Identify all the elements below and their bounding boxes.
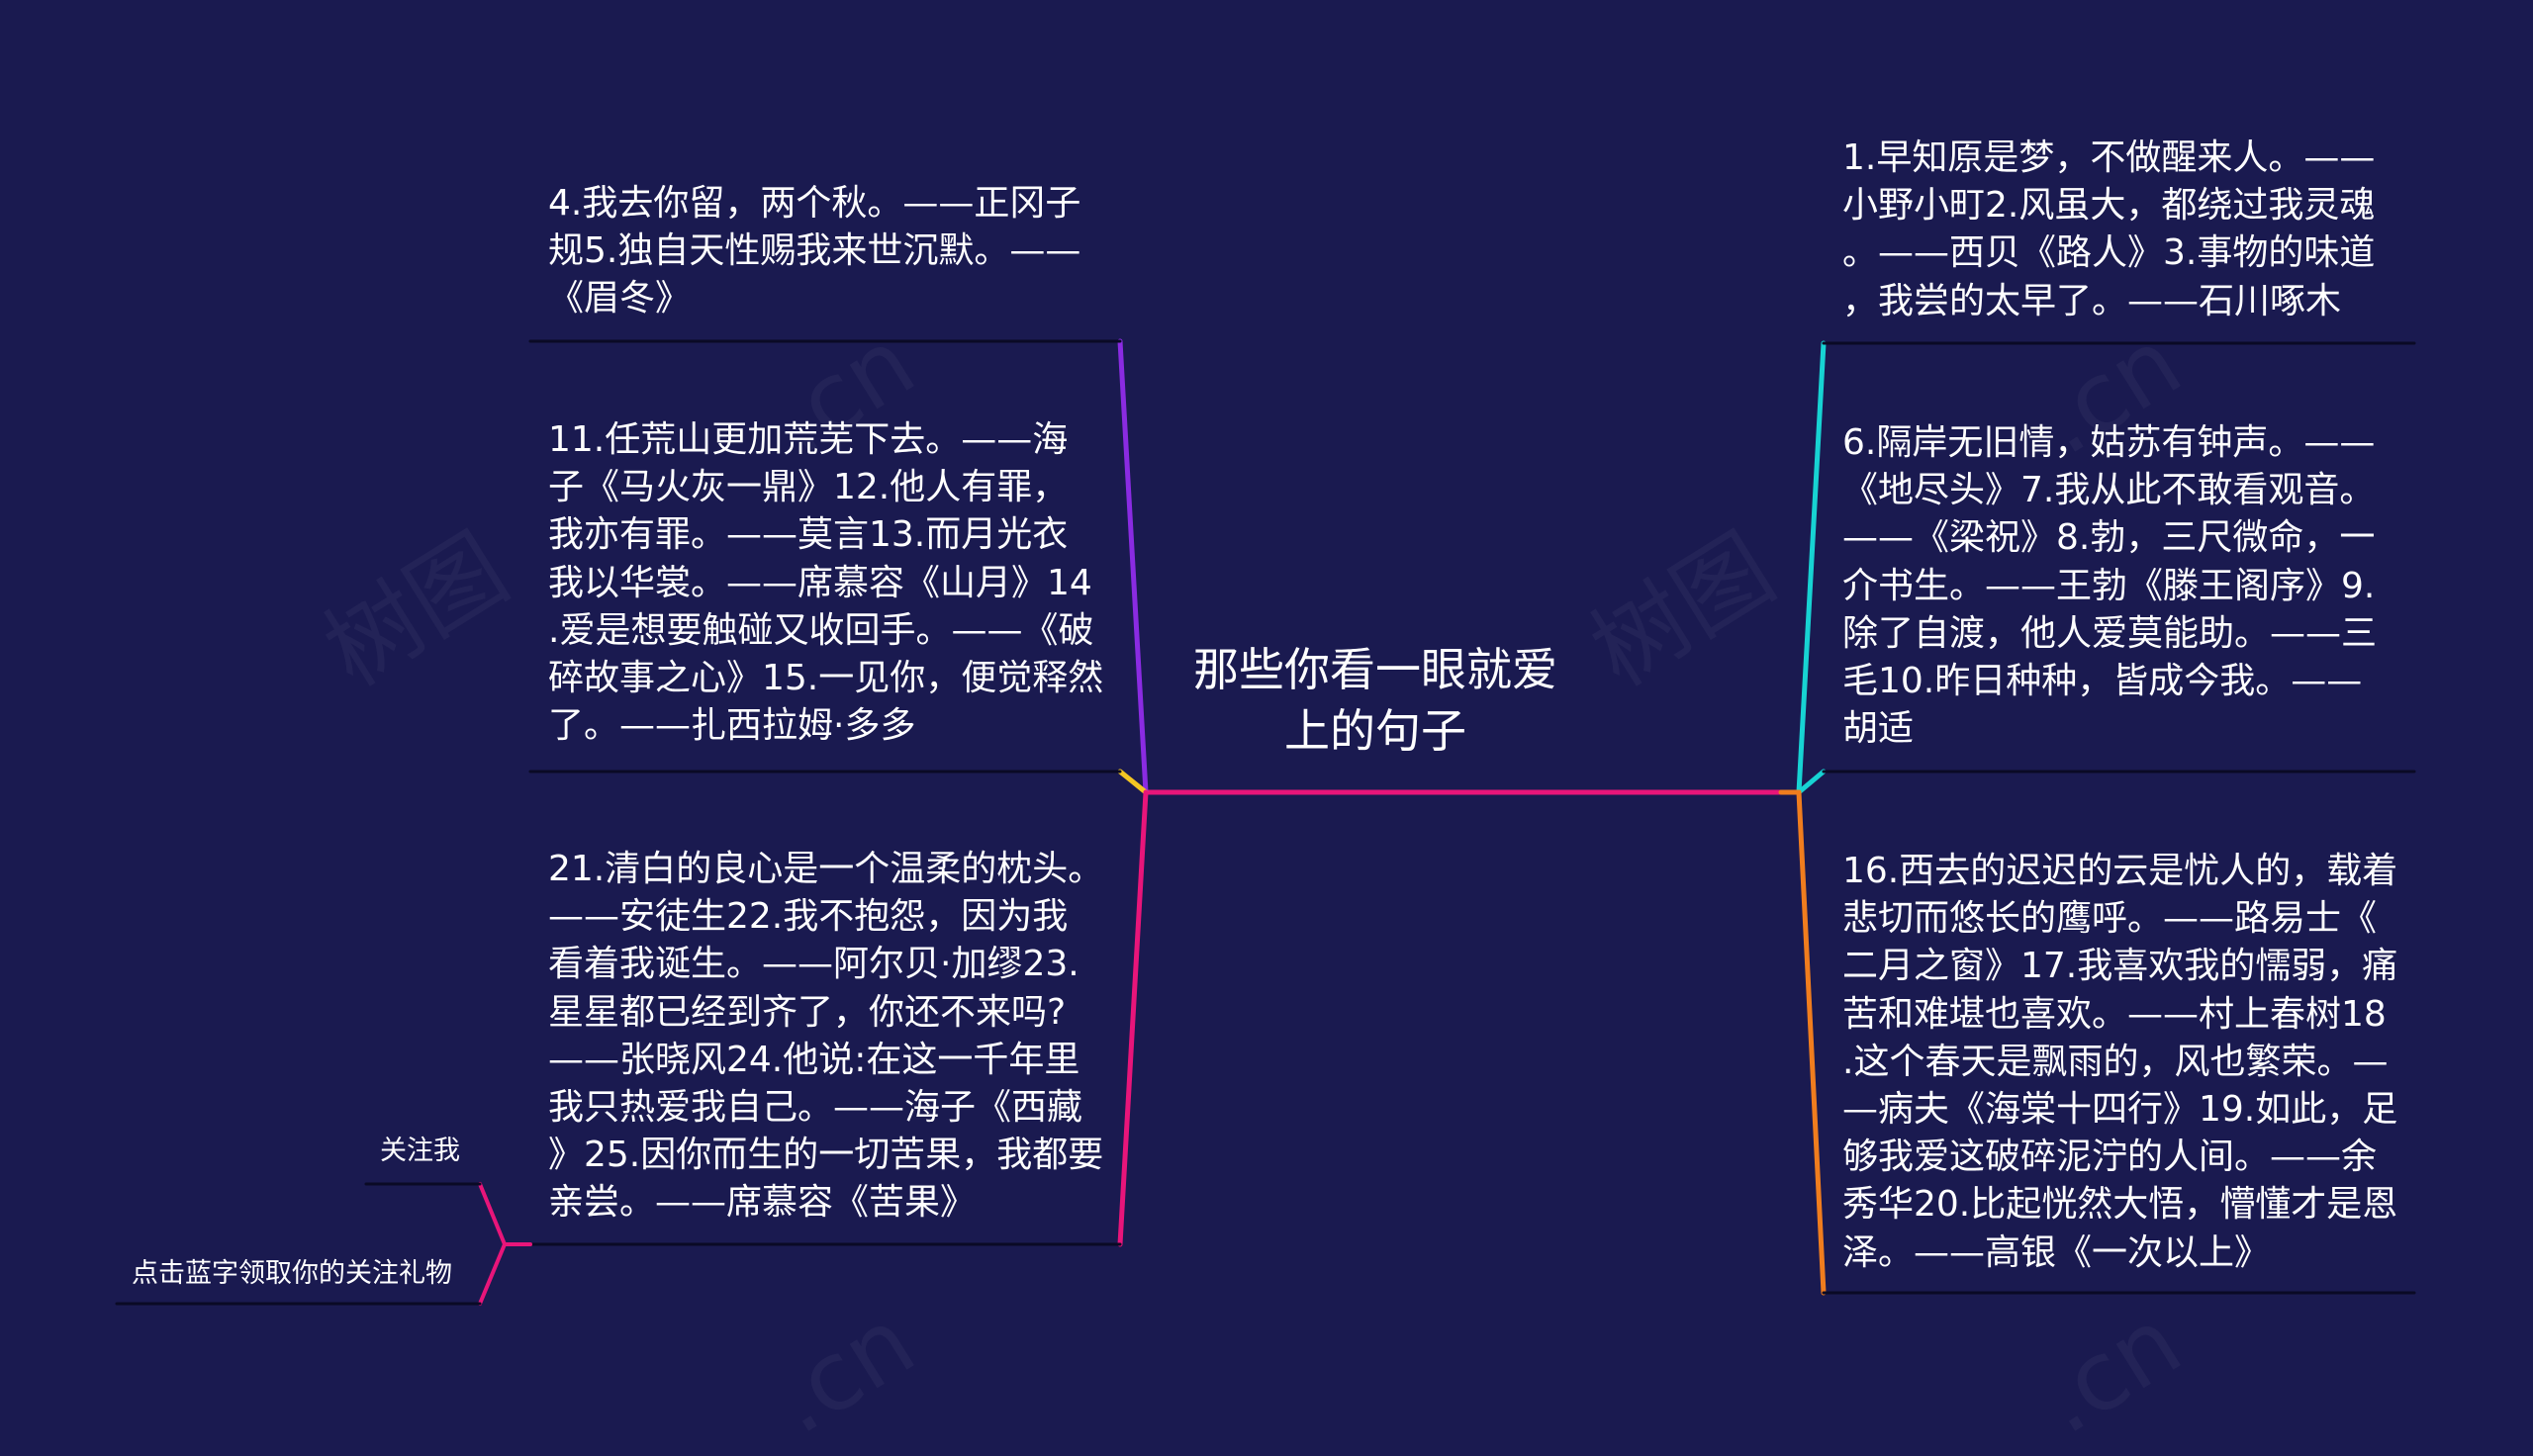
left-branch-2	[1117, 769, 1149, 795]
right-branch-2	[1796, 769, 1827, 795]
left-node-2[interactable]: 11.任荒山更加荒芜下去。——海 子《马火灰一鼎》12.他人有罪， 我亦有罪。—…	[548, 419, 1104, 747]
follow-node[interactable]: 关注我	[380, 1136, 460, 1166]
gift-branch	[478, 1242, 507, 1306]
left-node-3[interactable]: 21.清白的良心是一个温柔的枕头。 ——安徒生22.我不抱怨，因为我 看着我诞生…	[548, 849, 1104, 1224]
mindmap: 树图 树图 .cn .cn .cn .cn 那些你看一眼就爱上的句子 4.我去你…	[115, 137, 2416, 1306]
left-node-1[interactable]: 4.我去你留，两个秋。——正冈子 规5.独自天性赐我来世沉默。—— 《眉冬》	[548, 183, 1081, 319]
right-node-1[interactable]: 1.早知原是梦，不做醒来人。—— 小野小町2.风虽大，都绕过我灵魂 。——西贝《…	[1842, 137, 2376, 321]
gift-node[interactable]: 点击蓝字领取你的关注礼物	[132, 1258, 452, 1289]
right-branch-3	[1796, 789, 1827, 1296]
right-node-2[interactable]: 6.隔岸无旧情，姑苏有钟声。—— 《地尽头》7.我从此不敢看观音。 ——《梁祝》…	[1842, 422, 2378, 750]
follow-branch	[478, 1182, 507, 1246]
left-branch-1	[1117, 338, 1149, 795]
root-topic[interactable]: 那些你看一眼就爱上的句子	[1193, 643, 1557, 758]
left-branch-3	[1117, 789, 1149, 1247]
right-branch-1	[1796, 340, 1827, 795]
right-node-3[interactable]: 16.西去的迟迟的云是忧人的，载着 悲切而悠长的鹰呼。——路易士《 二月之窗》1…	[1842, 851, 2398, 1273]
connector-lines	[115, 338, 2416, 1306]
